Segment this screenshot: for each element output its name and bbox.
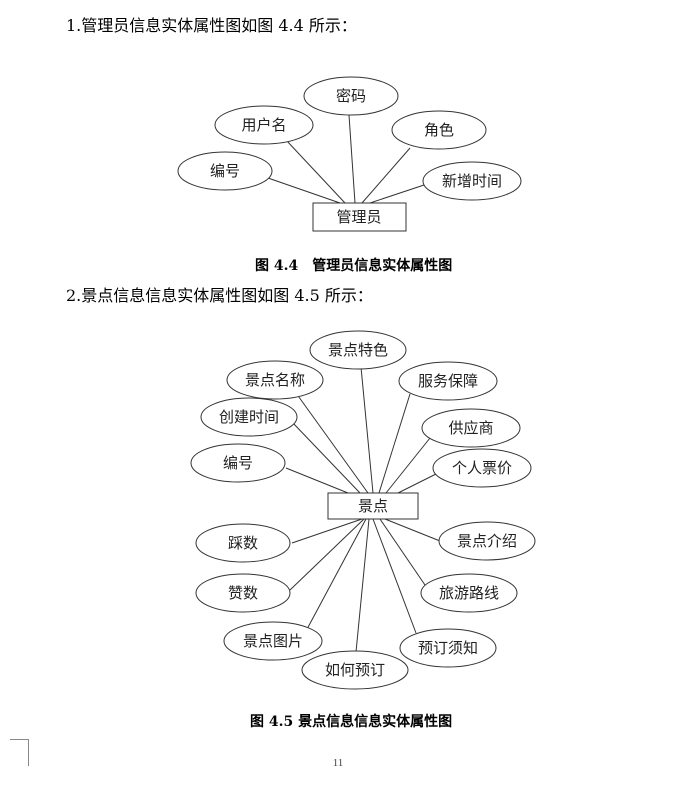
- attribute-oval: [399, 628, 497, 668]
- connector-line: [285, 139, 346, 204]
- attribute-oval: [190, 443, 286, 483]
- attribute-label: 创建时间: [219, 408, 279, 426]
- connector-line: [369, 183, 428, 204]
- attribute-label: 赞数: [228, 584, 258, 602]
- attribute-label: 景点介绍: [457, 532, 517, 550]
- attribute-label: 新增时间: [442, 172, 502, 190]
- attribute-label: 预订须知: [418, 639, 478, 657]
- attribute-oval: [200, 397, 298, 437]
- attribute-oval: [438, 521, 536, 561]
- attribute-label: 编号: [223, 454, 253, 472]
- attribute-label: 密码: [336, 87, 366, 105]
- attribute-label: 景点图片: [243, 632, 303, 650]
- attribute-oval: [309, 330, 407, 370]
- attribute-oval: [391, 110, 487, 150]
- entity-label-scenic-spot: 景点: [358, 497, 388, 515]
- attribute-oval: [422, 161, 522, 201]
- connector-line: [289, 518, 365, 591]
- attribute-oval: [421, 408, 521, 448]
- attribute-oval: [195, 573, 291, 613]
- section-2-heading: 2.景点信息信息实体属性图如图 4.5 所示：: [66, 286, 373, 305]
- connector-line: [267, 177, 341, 204]
- attribute-oval: [420, 573, 518, 613]
- connector-line: [285, 467, 349, 494]
- attribute-label: 角色: [424, 121, 454, 139]
- connector-line: [397, 473, 437, 494]
- figure-4-4-caption: 图 4.4 管理员信息实体属性图: [255, 258, 453, 274]
- attribute-label: 踩数: [228, 534, 258, 552]
- connector-line: [295, 392, 369, 494]
- page-number: 11: [332, 757, 344, 769]
- attribute-oval: [214, 105, 314, 145]
- page-corner-mark: [10, 739, 29, 766]
- section-1-heading: 1.管理员信息实体属性图如图 4.4 所示：: [66, 16, 357, 35]
- er-diagram-admin: [267, 114, 428, 204]
- attribute-label: 个人票价: [452, 459, 512, 477]
- connector-line: [348, 114, 356, 204]
- attribute-oval: [432, 448, 532, 488]
- attribute-label: 编号: [210, 162, 240, 180]
- connector-line: [372, 518, 417, 634]
- attribute-label: 服务保障: [418, 372, 478, 390]
- attribute-label: 旅游路线: [439, 584, 499, 602]
- connector-line: [355, 518, 370, 653]
- attribute-label: 景点特色: [328, 341, 388, 359]
- connector-line: [361, 147, 411, 204]
- connector-line: [379, 518, 426, 586]
- attribute-label: 供应商: [448, 419, 493, 437]
- attribute-oval: [303, 76, 399, 116]
- connector-line: [360, 366, 374, 494]
- attribute-oval: [398, 361, 498, 401]
- connector-line: [291, 518, 363, 544]
- entity-box-scenic-spot: [327, 492, 419, 520]
- attribute-oval: [226, 360, 324, 400]
- connector-line: [305, 518, 367, 632]
- entity-box-admin: [312, 202, 407, 232]
- connector-line: [291, 421, 361, 494]
- attribute-oval: [177, 151, 273, 191]
- figure-4-5-caption: 图 4.5 景点信息信息实体属性图: [250, 714, 453, 730]
- connector-line: [378, 393, 411, 494]
- entity-label-admin: 管理员: [336, 208, 381, 226]
- attribute-label: 用户名: [241, 116, 286, 134]
- connector-line: [385, 437, 431, 494]
- attribute-oval: [223, 621, 323, 661]
- attribute-oval: [195, 523, 291, 563]
- attribute-oval: [301, 650, 409, 690]
- er-diagram-scenic-spot: [285, 366, 441, 653]
- attribute-label: 如何预订: [325, 661, 385, 679]
- connector-line: [384, 518, 441, 542]
- attribute-label: 景点名称: [245, 371, 305, 389]
